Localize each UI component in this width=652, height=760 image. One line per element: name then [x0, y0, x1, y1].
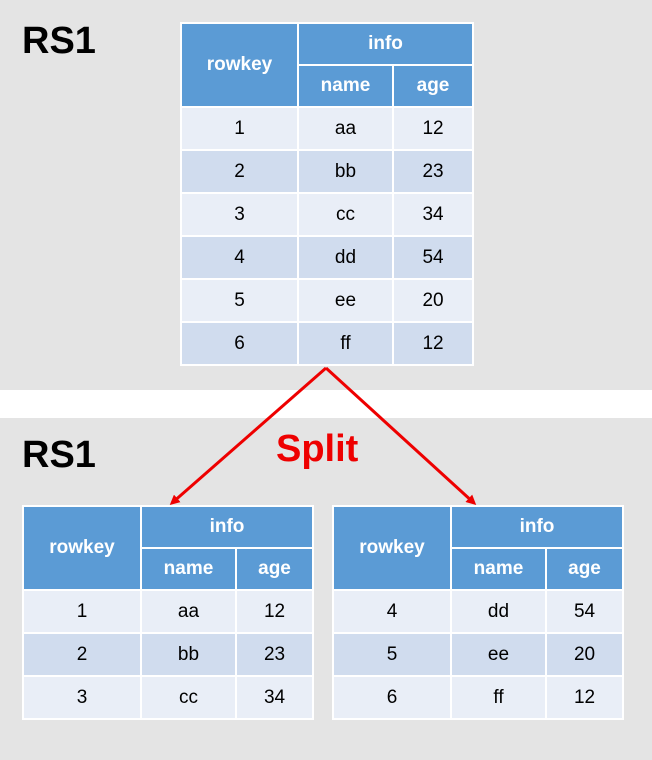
- cell-age: 12: [544, 675, 625, 720]
- cell-age: 34: [234, 675, 315, 720]
- cell-name: dd: [297, 235, 394, 280]
- cell-age: 34: [391, 192, 475, 237]
- cell-name: cc: [297, 192, 394, 237]
- cell-rowkey: 5: [332, 632, 452, 677]
- region-server-label-bottom: RS1: [22, 434, 96, 476]
- cell-rowkey: 6: [332, 675, 452, 720]
- cell-rowkey: 1: [180, 106, 299, 151]
- cell-name: ee: [297, 278, 394, 323]
- cell-name: cc: [140, 675, 237, 720]
- cell-name: aa: [140, 589, 237, 634]
- header-age: age: [234, 547, 315, 591]
- cell-name: bb: [297, 149, 394, 194]
- cell-rowkey: 2: [180, 149, 299, 194]
- header-name: name: [297, 64, 394, 108]
- header-column-family: info: [139, 505, 315, 549]
- cell-rowkey: 3: [22, 675, 142, 720]
- cell-rowkey: 2: [22, 632, 142, 677]
- region-server-label-top: RS1: [22, 20, 96, 62]
- cell-rowkey: 5: [180, 278, 299, 323]
- cell-rowkey: 1: [22, 589, 142, 634]
- header-age: age: [544, 547, 625, 591]
- cell-age: 20: [391, 278, 475, 323]
- cell-name: aa: [297, 106, 394, 151]
- header-rowkey: rowkey: [332, 505, 452, 591]
- cell-name: ee: [450, 632, 547, 677]
- header-column-family: info: [449, 505, 625, 549]
- cell-age: 12: [391, 321, 475, 366]
- cell-age: 23: [391, 149, 475, 194]
- cell-name: ff: [297, 321, 394, 366]
- cell-age: 12: [391, 106, 475, 151]
- cell-age: 12: [234, 589, 315, 634]
- cell-name: dd: [450, 589, 547, 634]
- cell-rowkey: 4: [332, 589, 452, 634]
- header-column-family: info: [296, 22, 475, 66]
- cell-age: 54: [544, 589, 625, 634]
- cell-rowkey: 4: [180, 235, 299, 280]
- cell-name: ff: [450, 675, 547, 720]
- header-rowkey: rowkey: [180, 22, 299, 108]
- cell-name: bb: [140, 632, 237, 677]
- split-label: Split: [276, 428, 359, 470]
- cell-age: 54: [391, 235, 475, 280]
- header-age: age: [391, 64, 475, 108]
- header-rowkey: rowkey: [22, 505, 142, 591]
- header-name: name: [140, 547, 237, 591]
- header-name: name: [450, 547, 547, 591]
- cell-rowkey: 6: [180, 321, 299, 366]
- cell-rowkey: 3: [180, 192, 299, 237]
- cell-age: 20: [544, 632, 625, 677]
- cell-age: 23: [234, 632, 315, 677]
